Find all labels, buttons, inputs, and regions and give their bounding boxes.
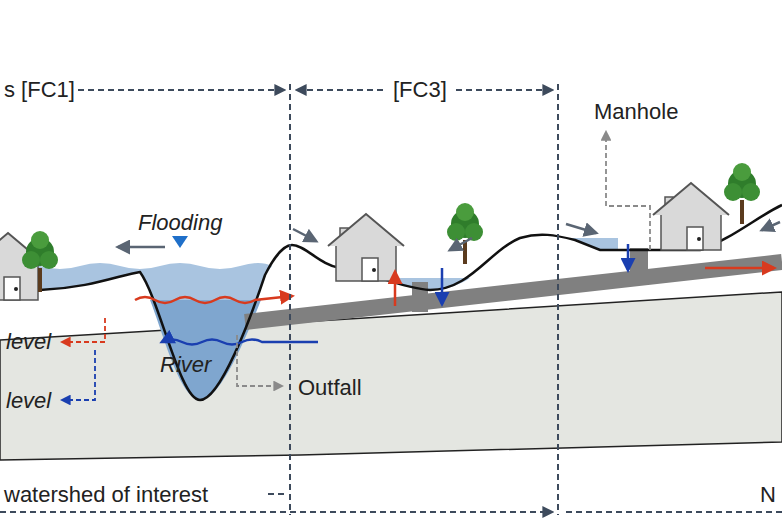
tree [447, 203, 483, 264]
region-label: N [758, 482, 778, 507]
overflow-arrow [135, 296, 292, 303]
inflow-arrow [441, 268, 444, 304]
runoff-arrow [566, 224, 596, 233]
manhole-pipe [630, 248, 648, 278]
level-leader [62, 318, 105, 342]
region-label: watershed of interest [2, 482, 210, 507]
water-level-symbol [172, 236, 188, 248]
callout-label: Outfall [296, 375, 364, 400]
soil-band [0, 292, 782, 460]
outfall-leader [237, 335, 282, 386]
boundary-lines [0, 84, 782, 515]
house [653, 183, 729, 250]
section-label: s [FC1] [2, 77, 77, 102]
flooding-arrow [118, 246, 165, 249]
river-label: River [158, 352, 213, 377]
runoff-arrow [293, 229, 316, 241]
drain-pipe [245, 262, 782, 322]
level-leader [62, 350, 95, 400]
section-label: [FC3] [391, 77, 449, 102]
backflow-arrow [162, 340, 318, 345]
runoff-arrow [762, 222, 780, 230]
inflow-arrow [627, 244, 630, 270]
surcharge-arrow [394, 272, 397, 306]
callout-label: Manhole [592, 99, 680, 124]
runoff-arrow [450, 238, 472, 250]
water-level-label: level [4, 388, 53, 413]
house [328, 214, 404, 281]
pipe-flow-arrow [705, 267, 774, 270]
manhole-leader [606, 132, 650, 250]
tree [22, 231, 58, 292]
tree [724, 163, 760, 224]
water-level-label: level [4, 329, 53, 354]
callout-label: Flooding [136, 210, 224, 235]
